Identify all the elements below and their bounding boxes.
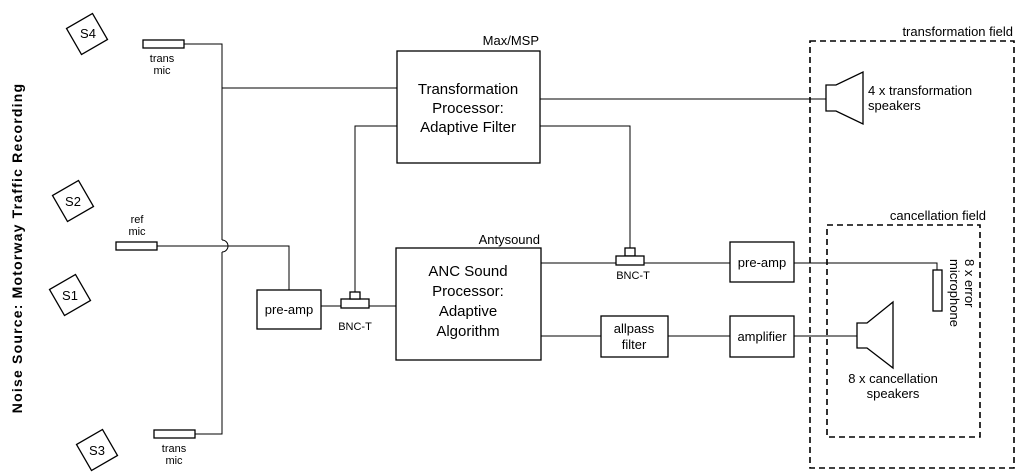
cancellation-field: cancellation field 8 x error microphone … [826, 208, 986, 438]
transformation-processor-line-3: Adaptive Filter [420, 119, 516, 136]
transformation-processor-line-2: Processor: [432, 100, 504, 117]
cancellation-field-label: cancellation field [890, 208, 986, 223]
allpass-filter-line-2: filter [622, 337, 647, 352]
side-title: Noise Source: Motorway Traffic Recording [9, 83, 25, 413]
allpass-filter-line-1: allpass [614, 321, 655, 336]
wire-bnc-to-transformation [354, 125, 397, 299]
source-s1-label: S1 [62, 288, 78, 303]
bnc-t-right-label: BNC-T [616, 270, 650, 282]
bnc-t-left-bar [340, 298, 370, 309]
transformation-processor: Max/MSP Transformation Processor: Adapti… [396, 33, 541, 164]
cancellation-speakers-label-1: 8 x cancellation [848, 371, 938, 386]
transformation-speakers-label-2: speakers [868, 98, 921, 113]
wire-error-mic-to-preamp [794, 262, 938, 270]
amplifier-box [729, 315, 795, 358]
cancellation-speaker-icon [856, 300, 894, 370]
wire-transformation-to-bnc-right [540, 125, 631, 248]
cancellation-speakers-label-2: speakers [867, 386, 920, 401]
source-s2-shape [51, 179, 95, 223]
anc-processor-line-1: ANC Sound [428, 263, 507, 280]
ref-mic-shape [115, 241, 158, 251]
trans-mic-bottom-shape [153, 429, 196, 439]
wires [157, 43, 938, 435]
source-s4: S4 [65, 12, 109, 56]
error-mic-label-1: 8 x error [962, 259, 977, 308]
anc-processor-line-3: Adaptive [439, 303, 497, 320]
transformation-field-label: transformation field [902, 24, 1013, 39]
bnc-t-left-label: BNC-T [338, 321, 372, 333]
source-s3-label: S3 [89, 443, 105, 458]
error-mic-label-2: microphone [947, 259, 962, 327]
trans-mic-top-label-1: trans [150, 53, 175, 65]
transformation-speakers-label-1: 4 x transformation [868, 83, 972, 98]
ref-mic-label-1: ref [131, 214, 145, 226]
bnc-t-left-stem [349, 291, 361, 300]
preamp-left-box [256, 289, 322, 330]
source-s3: S3 [75, 428, 119, 472]
preamp-left-label: pre-amp [265, 302, 313, 317]
trans-mic-top-shape [142, 39, 185, 49]
bnc-t-right: BNC-T [615, 247, 650, 282]
preamp-right-box [729, 241, 795, 283]
transformation-processor-box [396, 50, 541, 164]
cancellation-field-border [826, 224, 981, 438]
transformation-field-border [809, 40, 1015, 469]
bnc-t-right-bar [615, 255, 645, 266]
preamp-right: pre-amp [729, 241, 795, 283]
transformation-processor-line-1: Transformation [418, 81, 518, 98]
ref-mic-label-2: mic [128, 226, 146, 238]
source-s4-label: S4 [80, 26, 96, 41]
trans-mic-top: trans mic [142, 39, 185, 77]
bnc-t-right-stem [624, 247, 636, 257]
source-s2: S2 [51, 179, 95, 223]
source-s3-shape [75, 428, 119, 472]
ref-mic: ref mic [115, 214, 158, 251]
antysound-label: Antysound [479, 232, 540, 247]
transformation-speaker-icon [825, 70, 864, 126]
preamp-left: pre-amp [256, 289, 322, 330]
wire-bottom-mic [195, 252, 223, 435]
trans-mic-bottom: trans mic [153, 429, 196, 467]
anc-processor: Antysound ANC Sound Processor: Adaptive … [395, 232, 542, 361]
anc-processor-line-4: Algorithm [436, 323, 499, 340]
trans-mic-bottom-label-1: trans [162, 443, 187, 455]
source-s1: S1 [48, 273, 92, 317]
anc-processor-line-2: Processor: [432, 283, 504, 300]
error-microphone-icon [932, 269, 943, 312]
source-s2-label: S2 [65, 194, 81, 209]
bnc-t-left: BNC-T [338, 291, 372, 333]
allpass-filter: allpass filter [600, 315, 669, 358]
trans-mic-bottom-label-2: mic [165, 455, 183, 467]
amplifier-label: amplifier [737, 329, 787, 344]
amplifier: amplifier [729, 315, 795, 358]
wire-ref-to-preamp [157, 245, 290, 290]
trans-mic-top-label-2: mic [153, 65, 171, 77]
anc-processor-box [395, 247, 542, 361]
wire-top-mic [184, 43, 223, 240]
source-s4-shape [65, 12, 109, 56]
source-s1-shape [48, 273, 92, 317]
preamp-right-label: pre-amp [738, 255, 786, 270]
maxmsp-label: Max/MSP [483, 33, 539, 48]
allpass-filter-box [600, 315, 669, 358]
transformation-field: transformation field 4 x transformation … [809, 24, 1015, 469]
